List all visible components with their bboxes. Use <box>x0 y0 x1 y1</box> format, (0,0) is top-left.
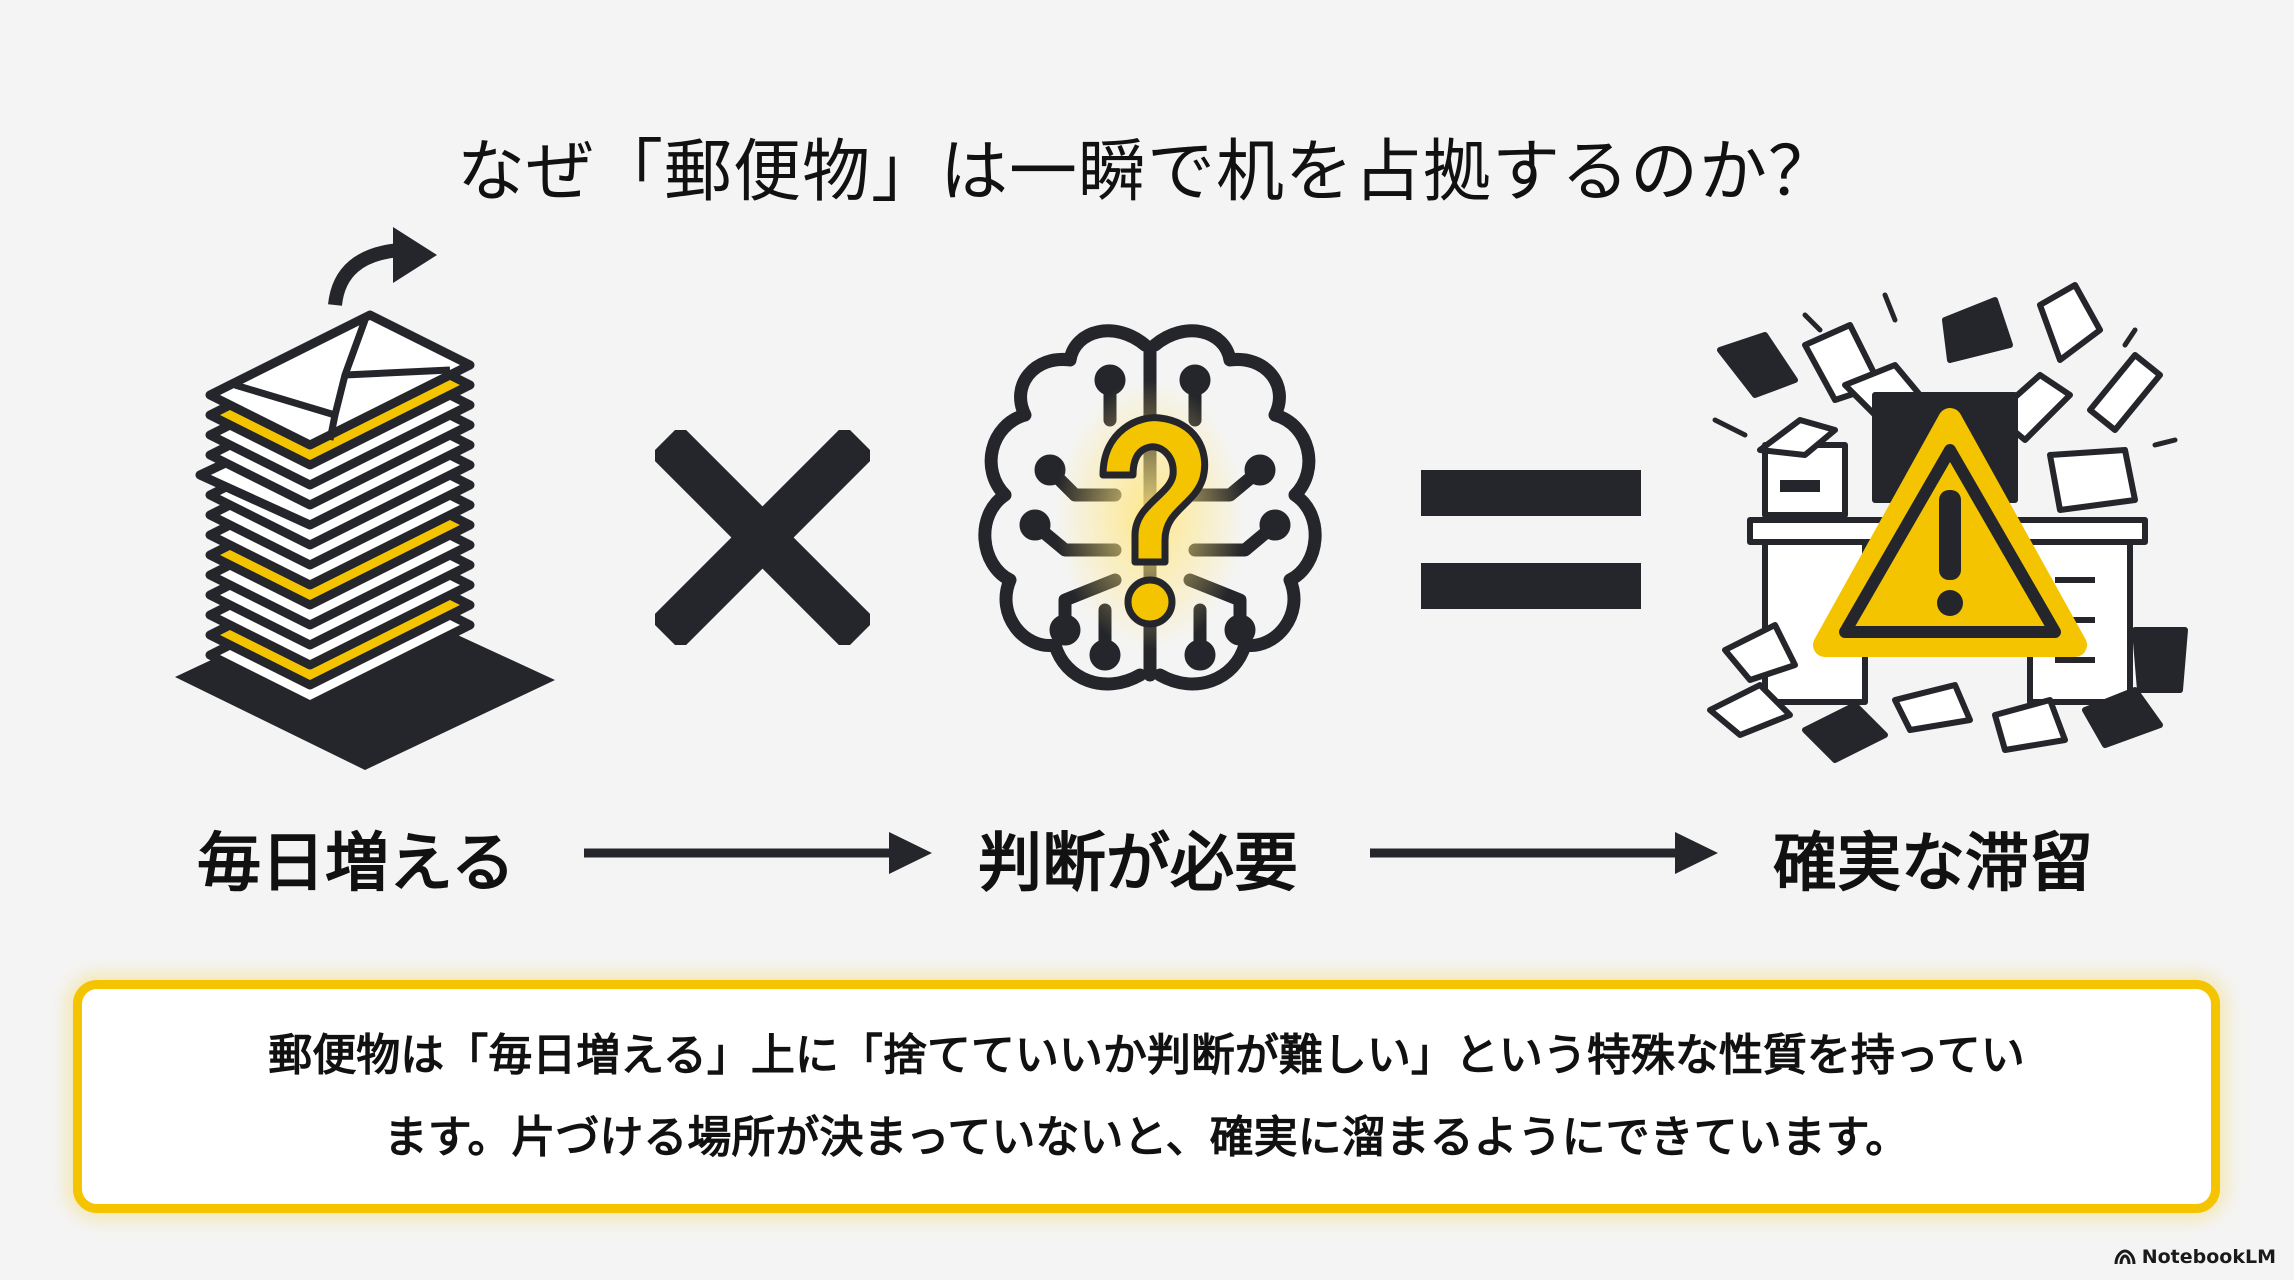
messy-desk-warning-icon <box>1707 282 2188 763</box>
mail-stack-icon <box>175 227 555 770</box>
brand-label: NotebookLM <box>2141 1246 2276 1268</box>
multiply-icon <box>655 430 870 645</box>
step-label-judgment: 判断が必要 <box>978 827 1298 901</box>
brain-question-icon <box>978 324 1322 691</box>
notebooklm-brand: NotebookLM <box>2114 1246 2276 1268</box>
step-label-increase: 毎日増える <box>197 827 516 901</box>
summary-callout: 郵便物は「毎日増える」上に「捨てていいか判断が難しい」という特殊な性質を持ってい… <box>73 980 2220 1213</box>
page-title: なぜ「郵便物」は一瞬で机を占拠するのか？ <box>456 132 1837 212</box>
step-label-stagnation: 確実な滞留 <box>1773 827 2093 901</box>
equals-icon <box>1421 470 1641 609</box>
arrow-right-icon <box>584 832 932 874</box>
callout-line-2: ます。片づける場所が決まっていないと、確実に溜まるようにできています。 <box>383 1111 1910 1163</box>
arrow-right-icon <box>1370 832 1718 874</box>
callout-line-1: 郵便物は「毎日増える」上に「捨てていいか判断が難しい」という特殊な性質を持ってい <box>268 1029 2025 1081</box>
notebooklm-logo-icon <box>2114 1249 2136 1265</box>
